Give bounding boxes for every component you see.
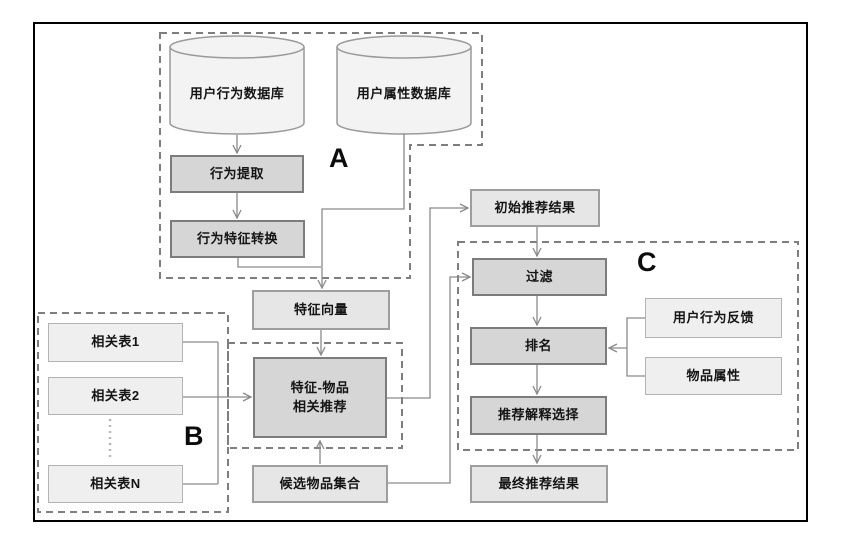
node-item-attributes: 物品属性: [645, 357, 782, 395]
node-rel-table-n: 相关表N: [48, 465, 183, 503]
node-filter: 过滤: [472, 258, 607, 296]
behavior-db-cylinder: [169, 47, 305, 135]
node-feature-item-rec: 特征-物品 相关推荐: [253, 357, 387, 438]
attribute-db-cylinder: [336, 47, 472, 135]
edge-attribute-db-to-feature-vector: [322, 134, 405, 288]
node-ranking: 排名: [470, 327, 607, 365]
node-explanation-select: 推荐解释选择: [470, 396, 607, 435]
node-initial-results: 初始推荐结果: [470, 189, 600, 227]
attribute-db-cylinder-top: [336, 35, 472, 59]
node-behavior-extract: 行为提取: [170, 155, 304, 193]
node-behavior-db-label: 用户行为数据库: [189, 86, 285, 101]
edge-transform-merge: [237, 258, 321, 268]
group-a-label: A: [329, 143, 349, 173]
group-c-label: C: [637, 247, 657, 277]
edge-tables-trunk: [183, 341, 219, 485]
edge-feedback-attrs-merge: [626, 317, 645, 377]
node-candidate-set: 候选物品集合: [252, 465, 388, 503]
node-feature-vector: 特征向量: [252, 290, 390, 330]
edge-feature-item-to-initial: [387, 208, 468, 399]
node-attribute-db-label: 用户属性数据库: [356, 86, 452, 101]
node-final-results: 最终推荐结果: [470, 465, 608, 503]
behavior-db-cylinder-top: [169, 35, 305, 59]
feature-item-sub-outline: [227, 342, 403, 449]
node-rel-table-2: 相关表2: [48, 377, 183, 415]
node-rel-table-1: 相关表1: [48, 323, 183, 362]
group-a-outline: [159, 32, 483, 279]
group-b-outline: [37, 312, 229, 513]
node-user-feedback: 用户行为反馈: [645, 298, 782, 338]
group-b-label: B: [184, 421, 204, 451]
node-behavior-transform: 行为特征转换: [170, 220, 305, 258]
edge-candidate-to-filter: [388, 277, 470, 484]
